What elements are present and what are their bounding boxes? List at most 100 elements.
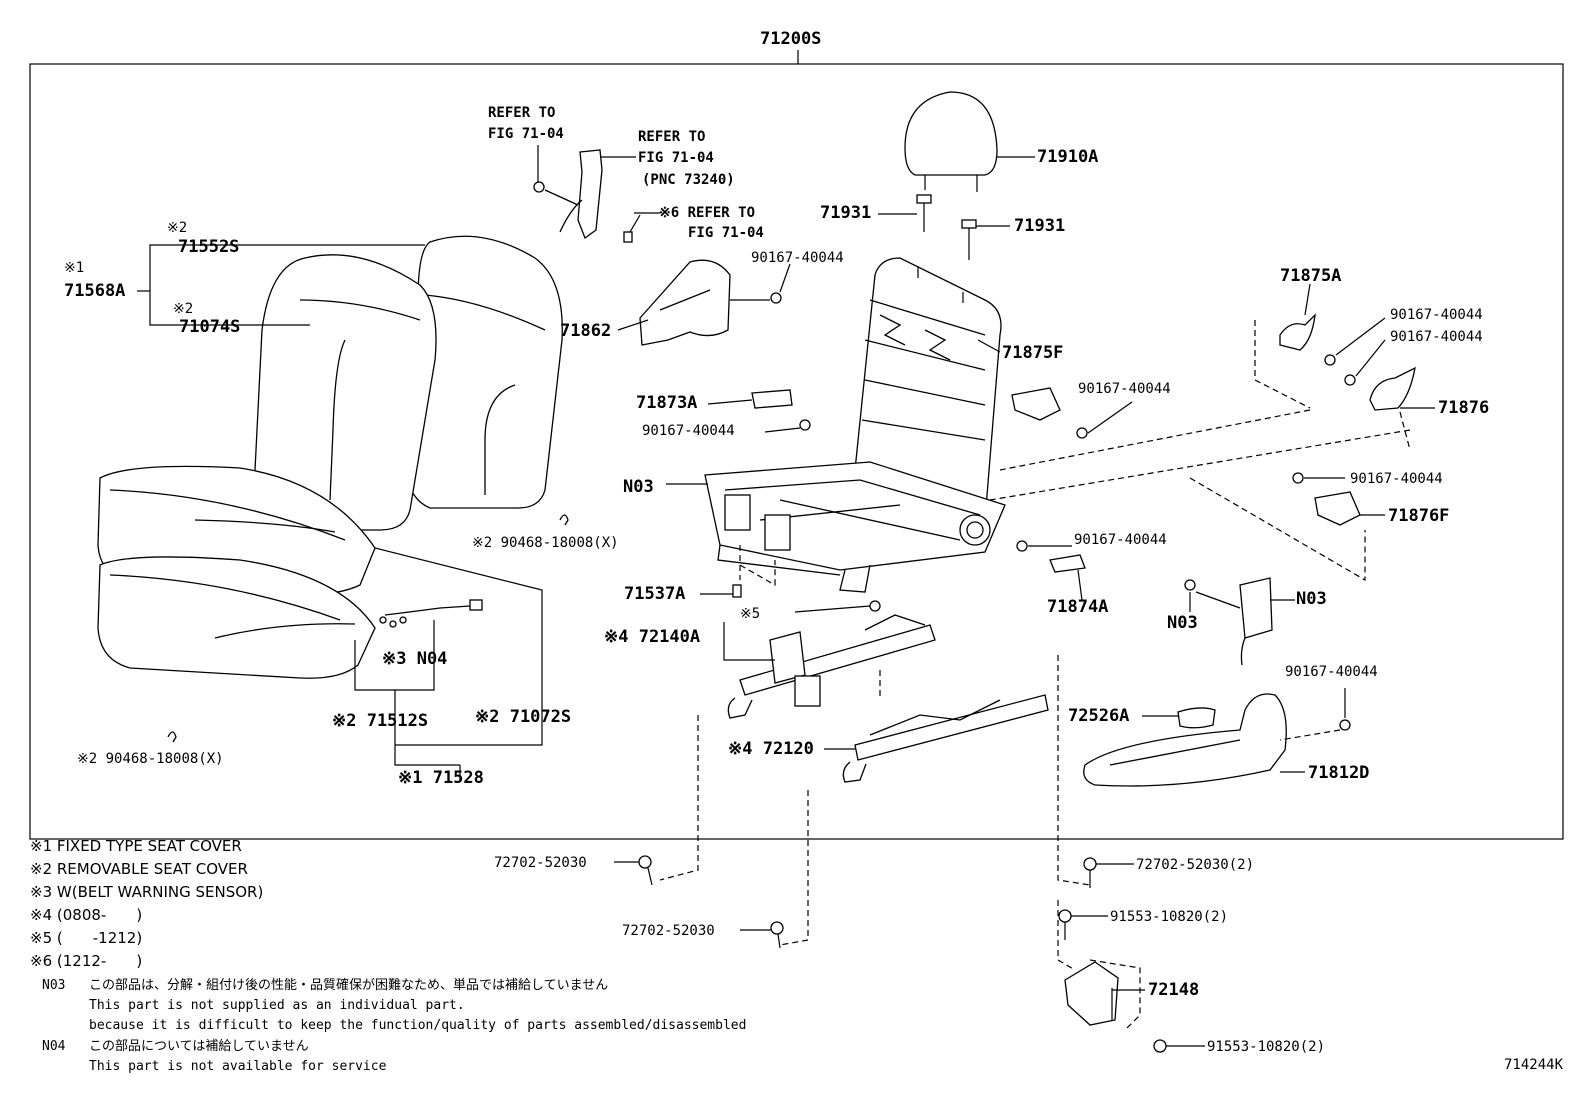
dash-bolt-72702b xyxy=(1057,655,1091,886)
bolt-90167e xyxy=(799,419,811,431)
part-90167-40044-e[interactable]: 90167-40044 xyxy=(642,423,735,439)
dash-71537A-b xyxy=(739,560,776,587)
leader-clip xyxy=(629,214,641,233)
dash-bolt-91553a xyxy=(1057,900,1076,971)
leader-72140A xyxy=(723,622,775,661)
nut-N03b xyxy=(1184,579,1196,591)
part-72140A[interactable]: ※4 72140A xyxy=(604,627,700,647)
part-71512S[interactable]: ※2 71512S xyxy=(332,711,428,731)
part-90468-18008-lower[interactable]: ※2 90468-18008(X) xyxy=(77,751,224,767)
refer-b-line1: REFER TO xyxy=(638,129,705,145)
dash-71875A xyxy=(1254,320,1311,409)
part-N03-nut[interactable]: N03 xyxy=(1167,613,1198,633)
cover-71876 xyxy=(1369,366,1416,411)
part-90167-40044-b[interactable]: 90167-40044 xyxy=(1390,307,1483,323)
leader-71552S xyxy=(149,244,425,291)
part-71528[interactable]: ※1 71528 xyxy=(398,768,484,788)
bolt-90167c xyxy=(1344,374,1356,386)
part-71875A[interactable]: 71875A xyxy=(1280,266,1341,286)
part-71552S[interactable]: 71552S xyxy=(178,237,239,257)
seatback-cover-front xyxy=(253,254,437,531)
part-72148[interactable]: 72148 xyxy=(1148,980,1199,1000)
bolt-90167h xyxy=(1339,719,1351,731)
part-71537A[interactable]: 71537A xyxy=(624,584,685,604)
dash-72148 xyxy=(1089,959,1141,1031)
knob-72526A xyxy=(1177,707,1216,729)
bracket-71873A xyxy=(751,389,793,409)
leader-m5 xyxy=(794,605,871,613)
part-72120[interactable]: ※4 72120 xyxy=(728,739,814,759)
bolt-72702a xyxy=(638,855,653,886)
bolt-72140A xyxy=(869,600,881,612)
bolt-90167a xyxy=(770,292,782,304)
part-90167-40044-g[interactable]: 90167-40044 xyxy=(1074,532,1167,548)
part-72702-52030-c[interactable]: 72702-52030 xyxy=(622,923,715,939)
part-90167-40044-d[interactable]: 90167-40044 xyxy=(1078,381,1171,397)
part-90167-40044-c[interactable]: 90167-40044 xyxy=(1390,329,1483,345)
part-71873A[interactable]: 71873A xyxy=(636,393,697,413)
dash-bolt-72702c xyxy=(779,790,809,946)
mark-2-71074S: ※2 xyxy=(173,301,193,317)
shield-71862 xyxy=(639,259,731,346)
seat-frame xyxy=(704,257,1006,593)
side-cover-71812D xyxy=(1083,693,1287,787)
part-71931-left[interactable]: 71931 xyxy=(820,203,871,223)
refer-c-line2[interactable]: FIG 71-04 xyxy=(688,225,764,241)
note-N03-code: N03 xyxy=(42,978,65,993)
bolt-90167f xyxy=(1292,472,1304,484)
cap-71537A xyxy=(732,584,742,598)
leader-71873A xyxy=(707,399,753,405)
part-71876[interactable]: 71876 xyxy=(1438,398,1489,418)
cover-71875F xyxy=(1011,387,1061,421)
part-N03-frame[interactable]: N03 xyxy=(623,477,654,497)
part-71874A[interactable]: 71874A xyxy=(1047,597,1108,617)
part-91553-10820-b[interactable]: 91553-10820(2) xyxy=(1207,1039,1325,1055)
hog-ring-lower xyxy=(167,731,177,743)
note-N04-code: N04 xyxy=(42,1039,66,1054)
part-71074S[interactable]: 71074S xyxy=(179,317,240,337)
headrest-guide-left xyxy=(916,194,932,232)
part-71812D[interactable]: 71812D xyxy=(1308,763,1369,783)
part-N04[interactable]: ※3 N04 xyxy=(382,649,447,669)
dash-line-b xyxy=(989,429,1411,501)
part-90167-40044-h[interactable]: 90167-40044 xyxy=(1285,664,1378,680)
legend-6: ※6 (1212- ) xyxy=(30,952,142,970)
leader-71875F xyxy=(977,339,1001,353)
seatback-cover-rear xyxy=(404,235,563,509)
part-71876F[interactable]: 71876F xyxy=(1388,506,1449,526)
part-90468-18008-upper[interactable]: ※2 90468-18008(X) xyxy=(472,535,619,551)
belt-buckle-N03 xyxy=(1239,577,1273,666)
part-71568A[interactable]: 71568A xyxy=(64,281,125,301)
cover-71876F xyxy=(1314,491,1361,526)
part-71875F[interactable]: 71875F xyxy=(1002,343,1063,363)
refer-a-line1: REFER TO xyxy=(488,105,555,121)
dash-line-c xyxy=(1189,477,1366,582)
refer-a-line2[interactable]: FIG 71-04 xyxy=(488,126,564,142)
leader-90167a xyxy=(779,263,791,293)
part-90167-40044-f[interactable]: 90167-40044 xyxy=(1350,471,1443,487)
leader-71862 xyxy=(617,319,649,331)
part-72526A[interactable]: 72526A xyxy=(1068,706,1129,726)
part-71862[interactable]: 71862 xyxy=(560,321,611,341)
part-N03-buckle[interactable]: N03 xyxy=(1296,589,1327,609)
part-72702-52030-b[interactable]: 72702-52030(2) xyxy=(1136,857,1254,873)
part-72702-52030-a[interactable]: 72702-52030 xyxy=(494,855,587,871)
part-71910A[interactable]: 71910A xyxy=(1037,147,1098,167)
dash-71876 xyxy=(1399,411,1411,451)
seat-track-72120 xyxy=(842,694,1049,783)
assembly-frame xyxy=(29,63,1564,840)
assembly-number[interactable]: 71200S xyxy=(760,29,821,49)
clip-icon xyxy=(623,231,633,243)
note-N03-jp: この部品は、分解・組付け後の性能・品質確保が困難なため、単品では補給していません xyxy=(89,977,608,993)
note-N04-jp: この部品については補給していません xyxy=(89,1039,309,1054)
refer-b-line2[interactable]: FIG 71-04 xyxy=(638,150,714,166)
leader-71528-a xyxy=(394,745,460,766)
leader-90167c xyxy=(1355,339,1386,377)
part-91553-10820-a[interactable]: 91553-10820(2) xyxy=(1110,909,1228,925)
part-71072S[interactable]: ※2 71072S xyxy=(475,707,571,727)
part-71931-right[interactable]: 71931 xyxy=(1014,216,1065,236)
leader-90167b xyxy=(1335,317,1386,356)
hog-ring-upper xyxy=(559,514,569,526)
bolt-72702b xyxy=(1083,857,1097,888)
part-90167-40044-a[interactable]: 90167-40044 xyxy=(751,250,844,266)
